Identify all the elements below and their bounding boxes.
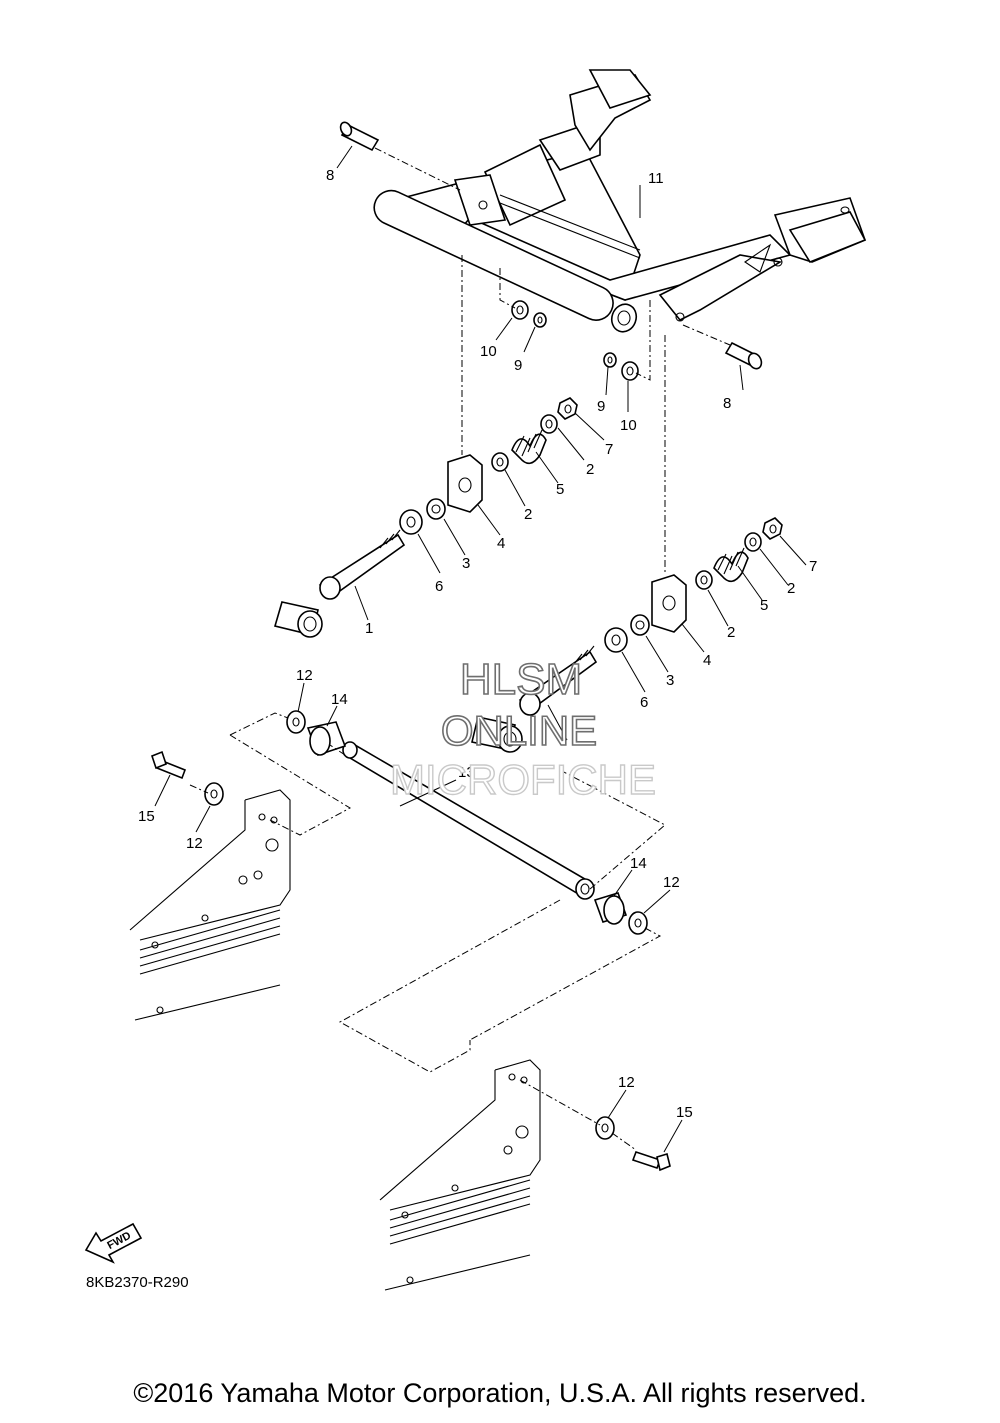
- leader-lines: [154, 145, 807, 1153]
- watermark-line-2: ONLINE: [441, 707, 597, 754]
- callout-5: 5: [760, 597, 768, 614]
- diagram-reference-code: 8KB2370-R290: [86, 1274, 189, 1291]
- callout-1: 1: [365, 620, 373, 637]
- rail-middle: [379, 1059, 541, 1291]
- watermark: HLSM ONLINE MICROFICHE: [389, 654, 656, 804]
- callout-8: 8: [723, 395, 731, 412]
- lower-link-assembly: [471, 517, 783, 753]
- callout-7: 7: [605, 441, 613, 458]
- callout-13: 13: [458, 764, 475, 781]
- callout-14: 14: [630, 855, 647, 872]
- callout-12: 12: [618, 1074, 635, 1091]
- washers-9-10: [511, 300, 639, 381]
- callout-6: 6: [640, 694, 648, 711]
- callout-3: 3: [462, 555, 470, 572]
- callout-2: 2: [586, 461, 594, 478]
- cross-shaft-assembly: [286, 710, 648, 935]
- fwd-arrow: FWD: [84, 1222, 143, 1264]
- callout-5: 5: [556, 481, 564, 498]
- callout-14: 14: [331, 691, 348, 708]
- callout-12: 12: [663, 874, 680, 891]
- rail-left: [129, 789, 291, 1021]
- callout-15: 15: [138, 808, 155, 825]
- callout-4: 4: [497, 535, 505, 552]
- callout-3: 3: [666, 672, 674, 689]
- callout-12: 12: [296, 667, 313, 684]
- upper-link-assembly: [273, 397, 578, 638]
- callout-15: 15: [676, 1104, 693, 1121]
- callout-10: 10: [480, 343, 497, 360]
- rail-fasteners: [151, 750, 671, 1172]
- callout-2: 2: [524, 506, 532, 523]
- frame-assembly: [373, 69, 867, 333]
- watermark-line-1: HLSM: [460, 655, 582, 704]
- copyright-footer: ©2016 Yamaha Motor Corporation, U.S.A. A…: [133, 1378, 867, 1408]
- callout-4: 4: [703, 652, 711, 669]
- callout-7: 7: [809, 558, 817, 575]
- callout-9: 9: [514, 357, 522, 374]
- frame-pins: [339, 121, 763, 370]
- watermark-line-3: MICROFICHE: [390, 756, 656, 803]
- callout-9: 9: [597, 398, 605, 415]
- callout-2: 2: [787, 580, 795, 597]
- callout-labels: 1 2 2 2 2 3 3 4 4 5 5 6 6 7 7 8 8 9 9 10…: [138, 167, 817, 1121]
- callout-12: 12: [186, 835, 203, 852]
- callout-10: 10: [620, 417, 637, 434]
- assembly-guide-lines: [189, 147, 731, 1151]
- callout-2: 2: [727, 624, 735, 641]
- callout-6: 6: [435, 578, 443, 595]
- callout-11: 11: [648, 170, 664, 187]
- callout-8: 8: [326, 167, 334, 184]
